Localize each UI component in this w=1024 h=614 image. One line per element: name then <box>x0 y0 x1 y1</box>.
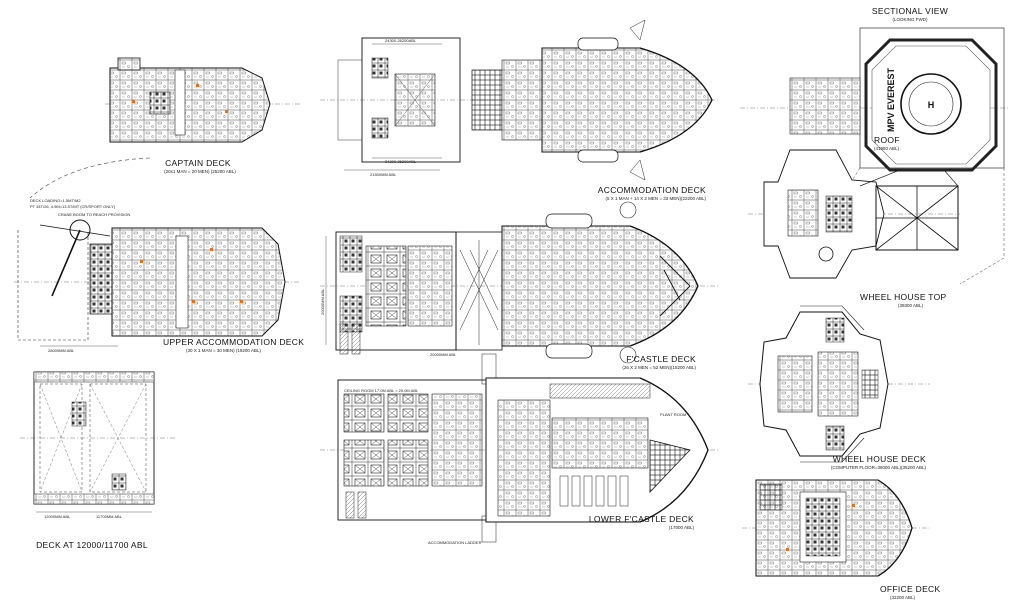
deck-right-dim: 11700MM ABL <box>96 514 123 519</box>
accommodation-ladder-label: ACCOMMODATION LADDER <box>428 540 482 545</box>
fc-length-dim: 20000MM ABL <box>430 352 457 357</box>
sectional-view-subtitle: (LOOKING FWD) <box>893 17 928 22</box>
captain-deck-title: CAPTAIN DECK <box>165 158 231 168</box>
accommodation-deck-title: ACCOMMODATION DECK <box>598 185 706 195</box>
deck-12000-title: DECK AT 12000/11700 ABL <box>36 540 148 550</box>
helideck-h-mark: H <box>928 100 935 110</box>
accommodation-deck-plan <box>320 19 720 181</box>
lower-fcastle-deck-subtitle: (17000 ABL) <box>669 525 695 530</box>
upper-accommodation-deck-title: UPPER ACCOMMODATION DECK <box>163 337 304 347</box>
vessel-name-stamp: MPV EVEREST <box>886 67 896 132</box>
roof-title: ROOF <box>874 135 900 145</box>
acc-top-dim: 24300-26200ABL <box>385 38 417 43</box>
wheel-house-top-subtitle: (39300 ABL) <box>898 303 924 308</box>
office-deck-title: OFFICE DECK <box>880 584 940 594</box>
crane-note-3: CRANE BOOM TO REACH PROVISION <box>58 212 130 217</box>
captain-deck-subtitle: (20x1 MAN = 20 MEN) (25200 ABL) <box>164 169 236 174</box>
accommodation-deck-subtitle: (5 X 1 MAN + 14 X 2 MEN = 33 MEN)(22200 … <box>605 196 706 201</box>
plant-room-label: PLANT ROOM <box>660 412 686 417</box>
upper-dim: 28000MM ABL <box>48 348 75 353</box>
sectional-view-title: SECTIONAL VIEW <box>872 6 948 16</box>
lower-fcastle-deck-title: LOWER F'CASTLE DECK <box>589 514 694 524</box>
fc-height-dim: 20000MM ABL <box>320 288 325 315</box>
wheel-house-deck-plan <box>748 305 930 463</box>
acc-bottom-dim: 24300-26200ABL <box>385 159 417 164</box>
fcastle-deck-subtitle: (26 X 2 MEN = 52 MEN)(15200 ABL) <box>622 365 696 370</box>
wheel-house-top-plan <box>748 149 960 279</box>
office-deck-plan <box>742 479 930 577</box>
wheel-house-deck-subtitle: (COMPUTER FLOOR=36000 ABL)(35200 ABL) <box>831 465 927 470</box>
crane-note-1: DECK LOADING=1.5MT/M2 <box>30 198 81 203</box>
acc-length-dim: 21500MM ABL <box>370 172 397 177</box>
ceiling-room-note: CEILING ROOM 17.0M ABL = 20.0M ABL <box>344 388 419 393</box>
wheel-house-top-title: WHEEL HOUSE TOP <box>860 292 947 302</box>
deck-left-dim: 12000MM ABL <box>44 514 71 519</box>
office-deck-subtitle: (32200 ABL) <box>890 595 916 600</box>
wheel-house-deck-title: WHEEL HOUSE DECK <box>833 454 926 464</box>
roof-subtitle: (41950 ABL) <box>874 146 900 151</box>
upper-accommodation-deck-subtitle: (30 X 1 MAN = 30 MEN) (19200 ABL) <box>186 348 261 353</box>
fcastle-deck-title: F'CASTLE DECK <box>626 354 696 364</box>
deck-12000-plan <box>20 371 175 513</box>
captain-deck-plan <box>105 57 300 143</box>
fcastle-deck-plan <box>320 201 720 364</box>
sectional-view-plan <box>740 27 1010 285</box>
upper-accommodation-deck-plan <box>14 157 300 347</box>
crane-note-2: PT 34T/26, 4.9M=13.5T/MT (CR/SPORT ONLY) <box>30 204 116 209</box>
lower-fcastle-deck-plan <box>320 353 720 543</box>
